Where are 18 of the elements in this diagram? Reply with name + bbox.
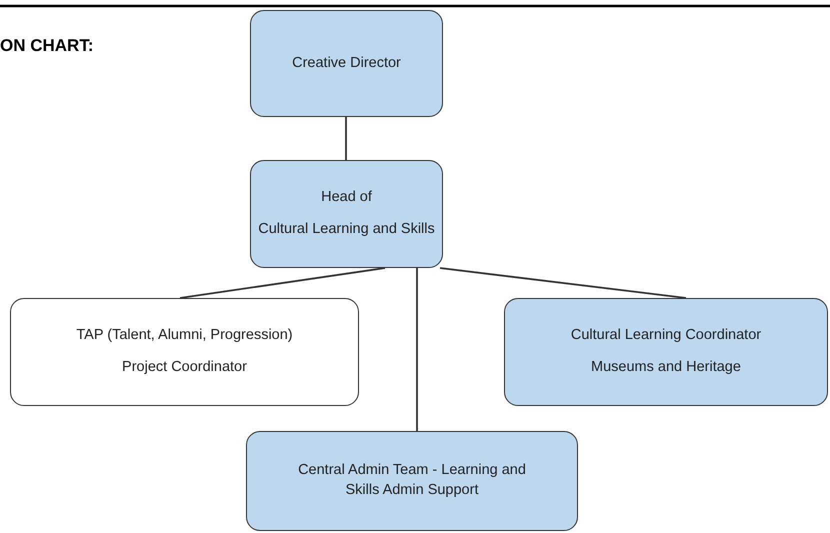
chart-title: ON CHART: <box>0 36 94 56</box>
connector-line <box>345 117 347 160</box>
role-title: Central Admin Team - Learning and Skills Admin Support <box>297 461 527 500</box>
role-box <box>250 10 443 117</box>
role-title: Head of <box>321 188 372 208</box>
connector-line <box>440 267 686 299</box>
role-title: Museums and Heritage <box>591 358 741 377</box>
role-title: Cultural Learning Coordinator <box>570 326 762 346</box>
role-box <box>246 431 578 531</box>
role-title: Cultural Learning and Skills <box>258 220 435 239</box>
role-title: Creative Director <box>292 54 401 73</box>
role-box <box>504 298 828 406</box>
connector-line <box>180 267 386 299</box>
role-title: Project Coordinator <box>122 358 247 377</box>
role-box <box>10 298 359 406</box>
role-title: TAP (Talent, Alumni, Progression) <box>76 326 293 346</box>
connector-line <box>416 268 418 431</box>
role-box <box>250 160 443 268</box>
